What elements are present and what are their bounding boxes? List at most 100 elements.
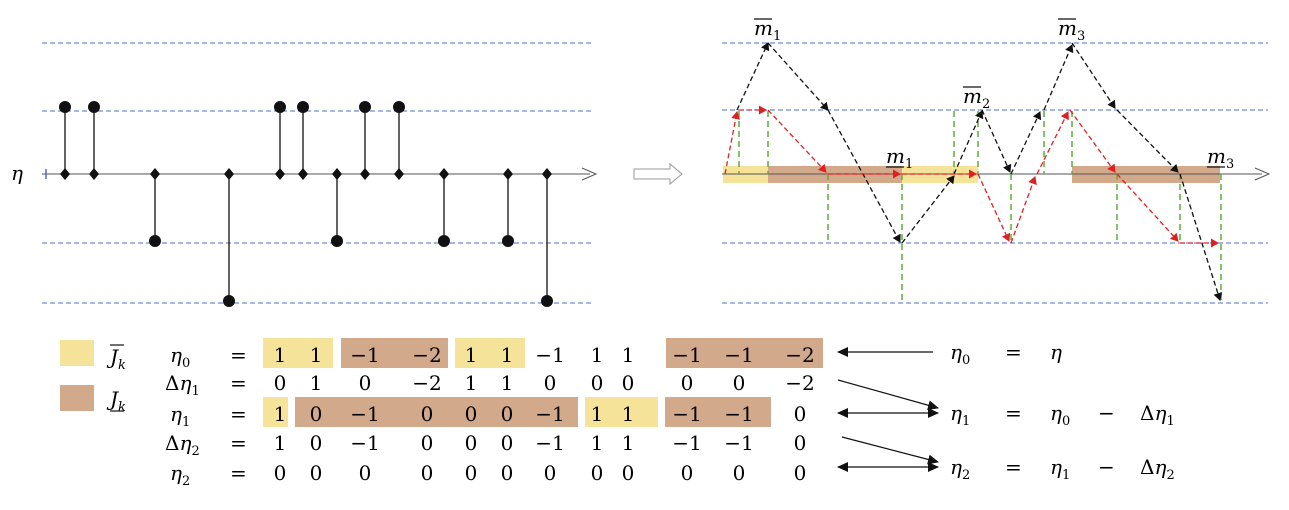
path-segment <box>981 109 1012 173</box>
table-cell: 0 <box>794 431 807 455</box>
table-cell: 0 <box>274 371 287 395</box>
path-segment <box>1010 111 1042 175</box>
table-cell: 0 <box>733 461 746 485</box>
table-cell: 1 <box>591 431 604 455</box>
table-cell: 0 <box>794 461 807 485</box>
table-cell: 0 <box>794 402 807 426</box>
row-label: η2 <box>170 461 190 489</box>
cell-highlight <box>666 338 823 368</box>
lollipop-head <box>438 235 450 247</box>
table-cell: −1 <box>350 343 379 367</box>
table-cell: −2 <box>785 371 814 395</box>
left-gridlines <box>42 42 592 304</box>
peak-subscript: 3 <box>1226 157 1234 172</box>
table-cell: −1 <box>350 402 379 426</box>
table-cell: −2 <box>785 343 814 367</box>
lollipop-base <box>298 168 308 180</box>
equation-equals: = <box>1005 455 1022 479</box>
cell-highlight <box>263 397 288 427</box>
path-segment <box>977 173 1011 242</box>
arrow-diag1 <box>837 379 939 411</box>
peak-label: m1 <box>754 16 781 44</box>
lollipop-base <box>503 168 513 180</box>
row-equals: = <box>230 461 247 485</box>
table-cell: −1 <box>535 431 564 455</box>
table-cell: 0 <box>465 461 478 485</box>
peak-label: m3 <box>1058 16 1085 44</box>
row-equals: = <box>230 402 247 426</box>
table-cell: −1 <box>672 431 701 455</box>
table-cell: 0 <box>501 461 514 485</box>
peak-label: m1 <box>886 144 913 172</box>
equation-lhs: η0 <box>950 340 970 368</box>
table-cell: 1 <box>501 343 514 367</box>
table-cell: 1 <box>310 371 323 395</box>
table-cell: 0 <box>681 371 694 395</box>
lollipop-head <box>59 101 71 113</box>
path-segment <box>1069 109 1116 173</box>
equation-lhs: η2 <box>950 455 970 483</box>
black-path <box>736 42 1223 301</box>
table-cell: 0 <box>681 461 694 485</box>
equation-operator: − <box>1098 401 1115 425</box>
lollipop-base <box>60 168 70 180</box>
equation-rhs: η <box>1050 340 1062 364</box>
lollipop-base <box>275 168 285 180</box>
lollipop-head <box>297 101 309 113</box>
table-cell: −1 <box>350 431 379 455</box>
row-label: Δη2 <box>165 431 200 459</box>
equation-rhs2: Δη2 <box>1140 455 1175 483</box>
lollipop-base <box>542 168 552 180</box>
lollipop-base <box>89 168 99 180</box>
lollipop-head <box>331 235 343 247</box>
table-cell: 1 <box>465 343 478 367</box>
path-segment <box>901 175 955 244</box>
equation-equals: = <box>1005 340 1022 364</box>
connector-arrows <box>837 347 939 472</box>
peak-symbol: m <box>1058 16 1077 40</box>
table-cell: 0 <box>274 461 287 485</box>
lollipop-base <box>439 168 449 180</box>
peak-symbol: m <box>754 16 773 40</box>
path-segment <box>1036 111 1069 175</box>
table-cell: 0 <box>359 371 372 395</box>
table-highlights <box>263 338 823 427</box>
path-segment <box>767 109 827 173</box>
equation-rhs: η0 <box>1050 401 1070 429</box>
path-segment <box>953 110 984 175</box>
legend: Jk Jk <box>60 340 126 415</box>
table-cell: −2 <box>412 371 441 395</box>
lollipop-base <box>224 168 234 180</box>
row-equals: = <box>230 431 247 455</box>
table-cell: −2 <box>412 343 441 367</box>
table-cell: 1 <box>310 343 323 367</box>
path-segment <box>1071 42 1116 109</box>
equation-rhs2: Δη1 <box>1140 401 1175 429</box>
table-cell: 0 <box>544 371 557 395</box>
table-cell: 0 <box>622 371 635 395</box>
cell-highlight <box>263 338 333 368</box>
table-cell: −1 <box>672 343 701 367</box>
path-segment <box>767 42 829 111</box>
path-segment <box>1010 176 1037 244</box>
peak-symbol: m <box>1207 144 1226 168</box>
legend-swatch-junder <box>60 385 94 411</box>
table-cell: −1 <box>724 402 753 426</box>
table-cell: 0 <box>465 402 478 426</box>
row-equals: = <box>230 343 247 367</box>
cell-highlight <box>455 338 525 368</box>
path-segment <box>1043 44 1074 111</box>
left-axis-arrowhead <box>581 167 598 181</box>
legend-label-jbar: Jk <box>106 345 126 373</box>
row-equals: = <box>230 371 247 395</box>
lollipop-group <box>59 101 553 307</box>
table-cell: 1 <box>274 343 287 367</box>
table-cell: 0 <box>310 431 323 455</box>
table-cell: 0 <box>501 402 514 426</box>
path-segment <box>736 42 770 111</box>
table-cell: 1 <box>591 402 604 426</box>
